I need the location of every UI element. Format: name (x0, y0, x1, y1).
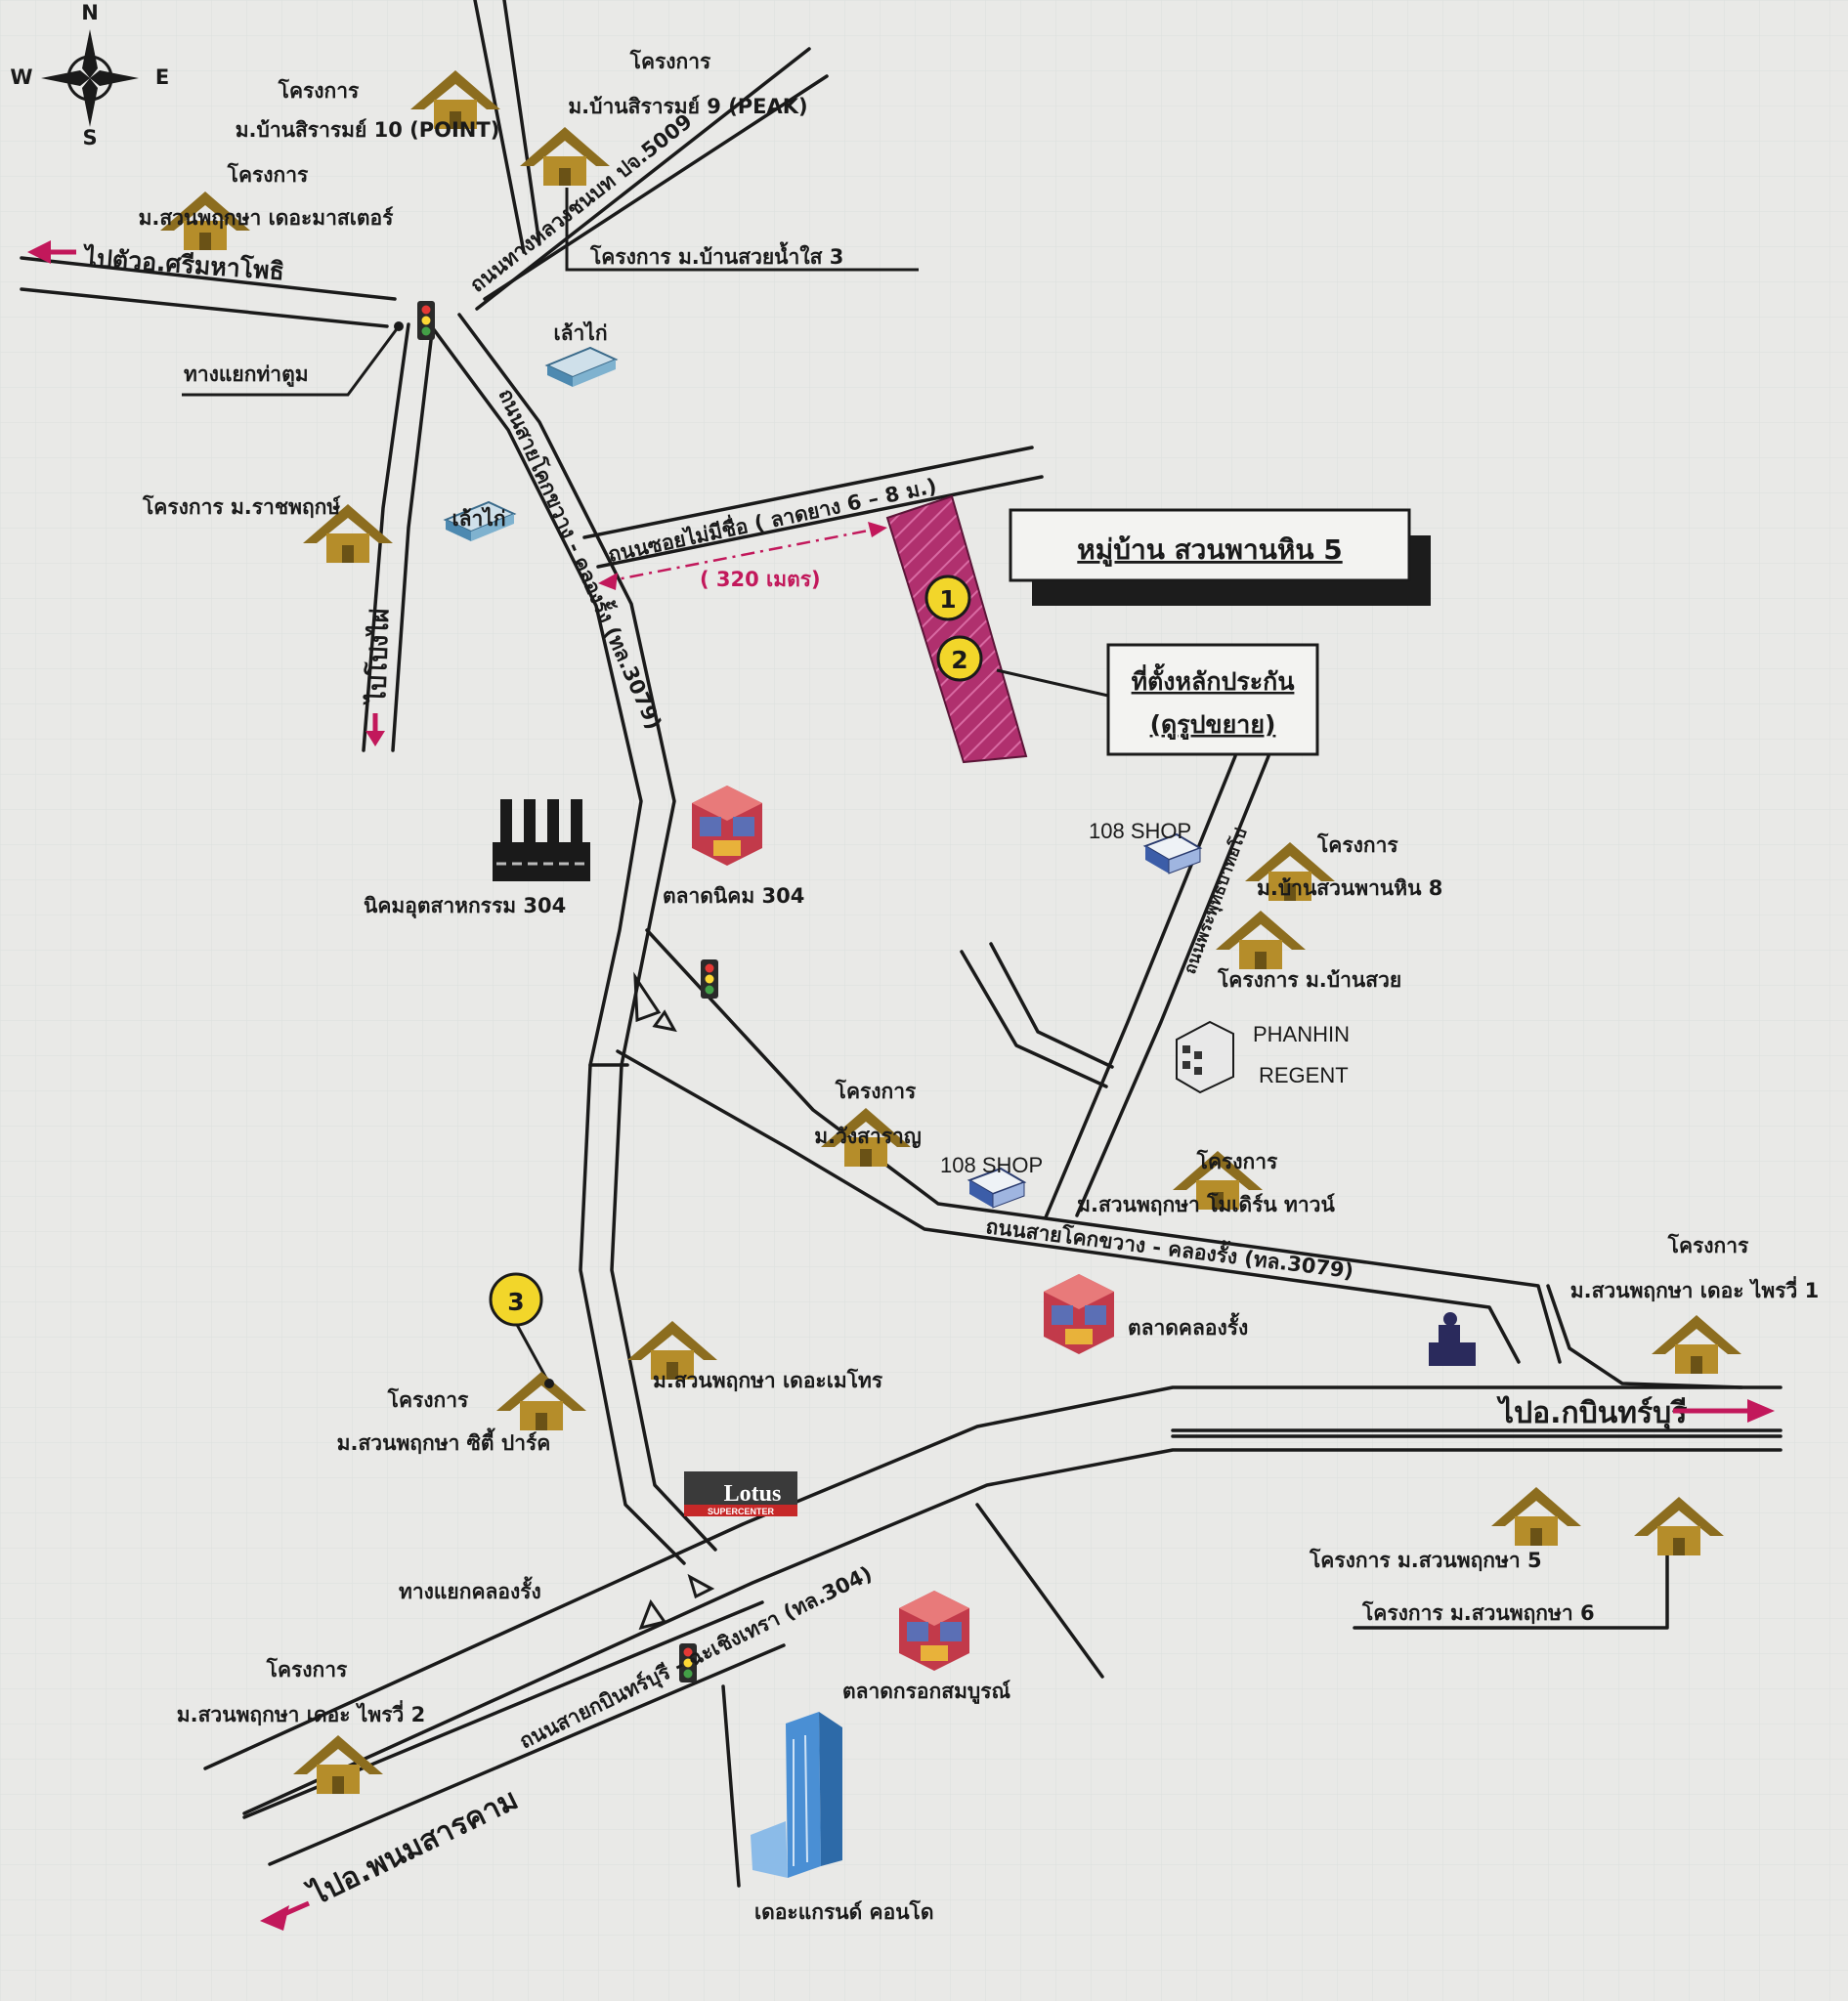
compass-rose: N S E W (10, 1, 169, 149)
place-privy-l1: โครงการ (1667, 1233, 1749, 1257)
place-sirarom10-l2: ม.บ้านสิรารมย์ 10 (POINT) (236, 118, 500, 142)
svg-text:Lotus: Lotus (724, 1481, 782, 1507)
place-sirarom9-l1: โครงการ (629, 49, 711, 73)
chicken-coop-1: เล้าไก่ (553, 320, 607, 345)
place-privy2-l1: โครงการ (266, 1657, 348, 1682)
place-krok-market: ตลาดกรอกสมบูรณ์ (842, 1680, 1011, 1705)
place-wang-l1: โครงการ (835, 1079, 917, 1103)
direction-to-kabin: ไปอ.กบินทร์บุรี (1496, 1395, 1775, 1431)
svg-text:1: 1 (939, 585, 956, 614)
place-suay3: โครงการ ม.บ้านสวยน้ำใส 3 (589, 241, 843, 269)
place-estate: นิคมอุตสาหกรรม 304 (364, 894, 566, 919)
junction-tha-tum: ทางแยกท่าตูม (184, 362, 309, 388)
compass-s: S (82, 126, 97, 149)
plot-marker-1[interactable]: 1 (924, 575, 971, 621)
place-phan8-l2: ม.บ้านสวนพานหิน 8 (1257, 876, 1442, 900)
junction-khlong-rang: ทางแยกคลองรั้ง (399, 1576, 541, 1603)
place-shop-2: 108 SHOP (940, 1153, 1043, 1177)
compass-e: E (155, 65, 169, 89)
place-privy-l2: ม.สวนพฤกษา เดอะ ไพรวี่ 1 (1570, 1275, 1819, 1302)
collateral-plot[interactable] (885, 494, 1028, 764)
compass-n: N (81, 1, 99, 24)
direction-to-popo: ไปโปงไผ่ (362, 608, 394, 746)
place-master-l1: โครงการ (227, 162, 309, 187)
place-sirarom10-l1: โครงการ (278, 78, 360, 103)
svg-text:ไปโปงไผ่: ไปโปงไผ่ (362, 608, 394, 706)
place-shop-1: 108 SHOP (1089, 819, 1191, 843)
chicken-coop-2: เล้าไก่ (451, 506, 505, 531)
apartment-icon (1176, 1020, 1234, 1094)
shrine-icon (1429, 1312, 1476, 1366)
village-title: หมู่บ้าน สวนพานหิน 5 (1077, 533, 1342, 567)
place-sirarom9-l2: ม.บ้านสิรารมย์ 9 (PEAK) (568, 95, 807, 118)
place-master-l2: ม.สวนพฤกษา เดอะมาสเตอร์ (139, 206, 395, 230)
collateral-line2: (ดูรูปขยาย) (1150, 710, 1276, 741)
place-grand-condo: เดอะแกรนด์ คอนโด (754, 1899, 933, 1924)
compass-w: W (10, 65, 32, 89)
place-estate-market: ตลาดนิคม 304 (663, 884, 804, 908)
place-regent-l2: REGENT (1259, 1063, 1349, 1087)
place-sp5: โครงการ ม.สวนพฤกษา 5 (1309, 1548, 1542, 1572)
village-title-box: หมู่บ้าน สวนพานหิน 5 (1009, 508, 1431, 606)
lotus-logo: Lotus SUPERCENTER (684, 1471, 797, 1516)
svg-text:ไปอ.กบินทร์บุรี: ไปอ.กบินทร์บุรี (1496, 1395, 1687, 1431)
place-sp6: โครงการ ม.สวนพฤกษา 6 (1361, 1600, 1595, 1625)
place-city-l2: ม.สวนพฤกษา ซิตี้ ปาร์ค (337, 1427, 551, 1455)
plot-marker-2[interactable]: 2 (936, 635, 983, 682)
place-modern-l2: ม.สวนพฤกษา โมเดิร์น ทาวน์ (1077, 1192, 1335, 1216)
svg-text:2: 2 (951, 646, 967, 674)
place-wang-l2: ม.วังสาราญ (814, 1125, 922, 1149)
place-rachaphruek: โครงการ ม.ราชพฤกษ์ (142, 494, 341, 519)
place-khlong-market: ตลาดคลองรั้ง (1128, 1312, 1248, 1340)
factory-icon (493, 799, 590, 881)
place-metro: ม.สวนพฤกษา เดอะเมโทร (653, 1368, 883, 1392)
svg-text:SUPERCENTER: SUPERCENTER (708, 1507, 775, 1516)
condo-tower-icon (751, 1712, 842, 1878)
place-phan8-l1: โครงการ (1316, 832, 1398, 857)
place-baan-suay: โครงการ ม.บ้านสวย (1217, 967, 1401, 992)
road-network (20, 0, 1783, 1888)
plot-marker-3[interactable]: 3 (489, 1272, 551, 1384)
place-privy2-l2: ม.สวนพฤกษา เดอะ ไพรวี่ 2 (177, 1699, 425, 1726)
distance-label: ( 320 เมตร) (700, 568, 821, 591)
place-modern-l1: โครงการ (1196, 1149, 1278, 1173)
place-regent-l1: PHANHIN (1253, 1022, 1350, 1046)
place-city-l1: โครงการ (387, 1387, 469, 1412)
collateral-callout: ที่ตั้งหลักประกัน (ดูรูปขยาย) (1106, 643, 1319, 756)
collateral-line1: ที่ตั้งหลักประกัน (1132, 662, 1295, 696)
svg-text:3: 3 (507, 1288, 524, 1316)
